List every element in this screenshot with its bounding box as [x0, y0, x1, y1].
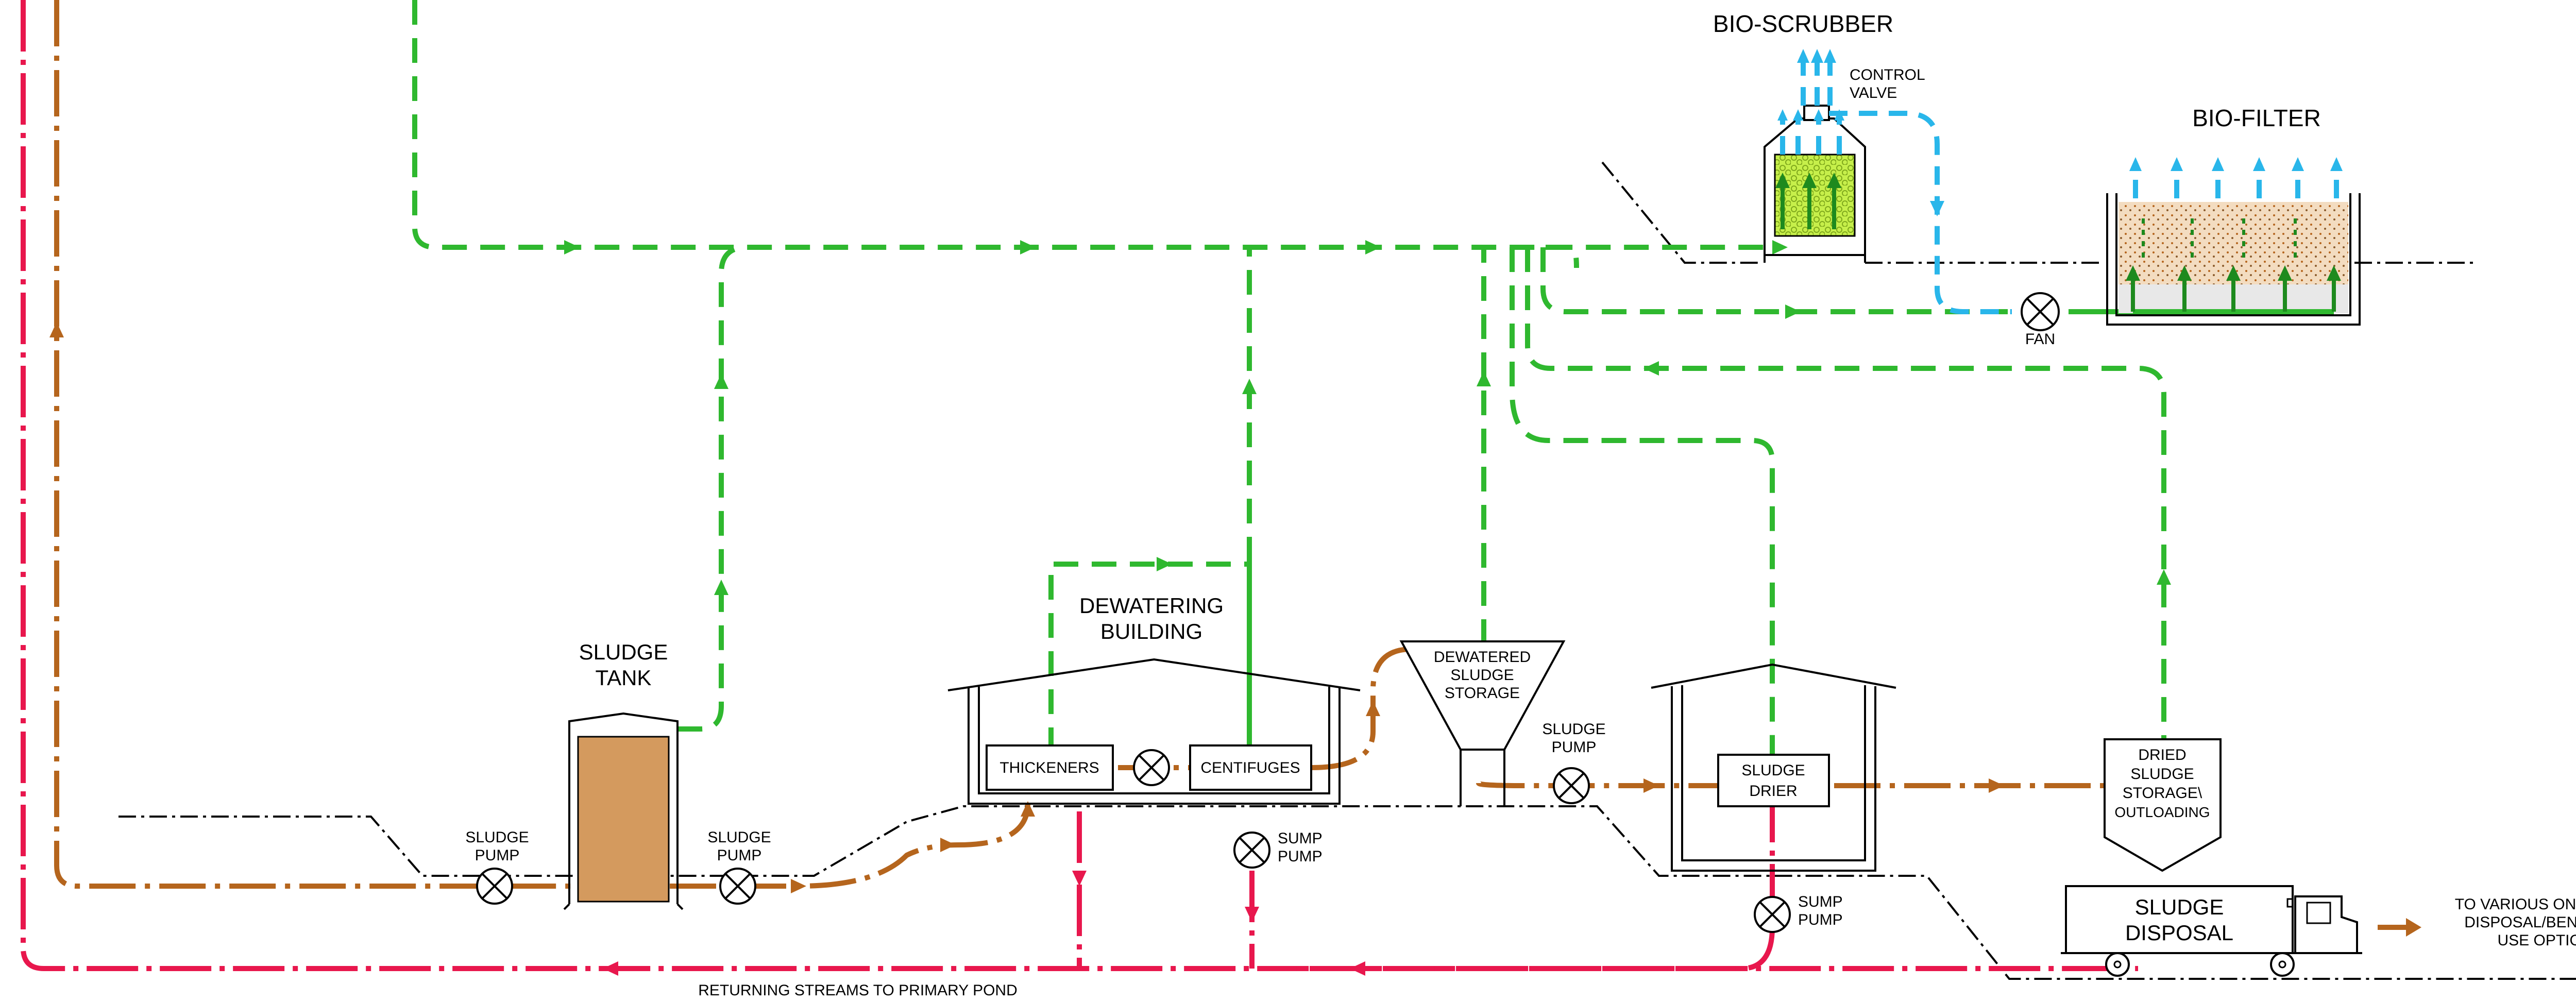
sump-pump-1: SUMP PUMP	[1233, 830, 1323, 869]
sludge-pump-2-label-2: PUMP	[717, 847, 762, 864]
dewatering-label-2: BUILDING	[1100, 619, 1202, 643]
sludge-pump-3-label-2: PUMP	[1552, 739, 1597, 756]
bio-scrubber-title: BIO-SCRUBBER	[1713, 10, 1893, 37]
air-streams	[412, 0, 2171, 757]
sludge-drier-building: SLUDGE DRIER	[1651, 663, 1896, 872]
dried-label-2: SLUDGE	[2130, 766, 2194, 783]
sludge-pump-3: SLUDGE PUMP	[1542, 721, 1606, 804]
dried-sludge-storage: DRIED SLUDGE STORAGE\ OUTLOADING	[2104, 738, 2222, 872]
control-valve-label-1: CONTROL	[1850, 66, 1925, 83]
sludge-streams	[49, 0, 2421, 937]
dried-label-4: OUTLOADING	[2114, 804, 2210, 820]
drier-label-1: SLUDGE	[1741, 762, 1805, 779]
bio-filter-title: BIO-FILTER	[2192, 105, 2321, 131]
sump-pump-2-label-1: SUMP	[1798, 893, 1843, 910]
centifuges-box	[1189, 744, 1312, 791]
sludge-pump-1: SLUDGE PUMP	[465, 829, 529, 905]
sump-pump-1-label-1: SUMP	[1278, 830, 1323, 847]
disposal-label-2: DISPOSAL	[2125, 921, 2233, 945]
returning-streams-label: RETURNING STREAMS TO PRIMARY POND	[698, 982, 1018, 999]
various-label-1: TO VARIOUS ON/OFFSITE	[2455, 896, 2576, 913]
sump-pump-2: SUMP PUMP	[1754, 893, 1843, 933]
control-valve-label-2: VALVE	[1850, 84, 1897, 101]
centifuges-label: CENTIFUGES	[1200, 759, 1300, 776]
dewatered-sludge-storage: DEWATERED SLUDGE STORAGE	[1399, 640, 1566, 806]
thickeners-label: THICKENERS	[999, 759, 1099, 776]
various-label-2: DISPOSAL/BENEFICIAL	[2464, 914, 2576, 931]
dewatered-label-3: STORAGE	[1445, 685, 1520, 702]
fan: FAN	[2021, 292, 2060, 348]
return-streams	[21, 0, 2138, 976]
dewatered-label-1: DEWATERED	[1434, 649, 1531, 666]
sludge-pump-1-label-2: PUMP	[475, 847, 520, 864]
various-label-3: USE OPTIONS	[2497, 932, 2576, 949]
drier-label-2: DRIER	[1749, 783, 1797, 800]
sludge-pump-2: SLUDGE PUMP	[707, 829, 771, 905]
clean-air-streams	[1777, 49, 2012, 314]
transfer-pump	[1133, 749, 1170, 786]
sludge-tank: SLUDGE TANK	[563, 640, 684, 910]
disposal-truck: SLUDGE DISPOSAL	[2061, 885, 2362, 977]
sludge-pump-1-label-1: SLUDGE	[465, 829, 529, 846]
dried-label-3: STORAGE\	[2123, 785, 2202, 802]
disposal-label-1: SLUDGE	[2135, 895, 2224, 919]
dewatering-label-1: DEWATERING	[1079, 593, 1224, 618]
sludge-pump-3-label-1: SLUDGE	[1542, 721, 1605, 738]
sludge-pump-2-label-1: SLUDGE	[707, 829, 771, 846]
sump-pump-1-label-2: PUMP	[1278, 848, 1323, 865]
ground-lines	[118, 161, 2576, 980]
sump-pump-2-label-2: PUMP	[1798, 911, 1843, 928]
fan-label: FAN	[2025, 331, 2055, 348]
dewatering-building: THICKENERS CENTIFUGES DEWATERING BUILDIN…	[947, 593, 1361, 805]
sludge-tank-label-1: SLUDGE	[579, 640, 668, 664]
dewatered-label-2: SLUDGE	[1450, 667, 1514, 684]
dried-label-1: DRIED	[2138, 746, 2186, 764]
scrubber-media	[1774, 154, 1856, 237]
sludge-drier-box	[1717, 754, 1830, 807]
sludge-fill	[577, 736, 670, 903]
sludge-tank-label-2: TANK	[596, 666, 652, 690]
bio-filter-flows	[2126, 216, 2341, 314]
thickeners-box	[986, 744, 1114, 791]
scrubber-internal-flows	[1775, 173, 1841, 229]
bio-filter-clean-air	[2129, 157, 2343, 198]
